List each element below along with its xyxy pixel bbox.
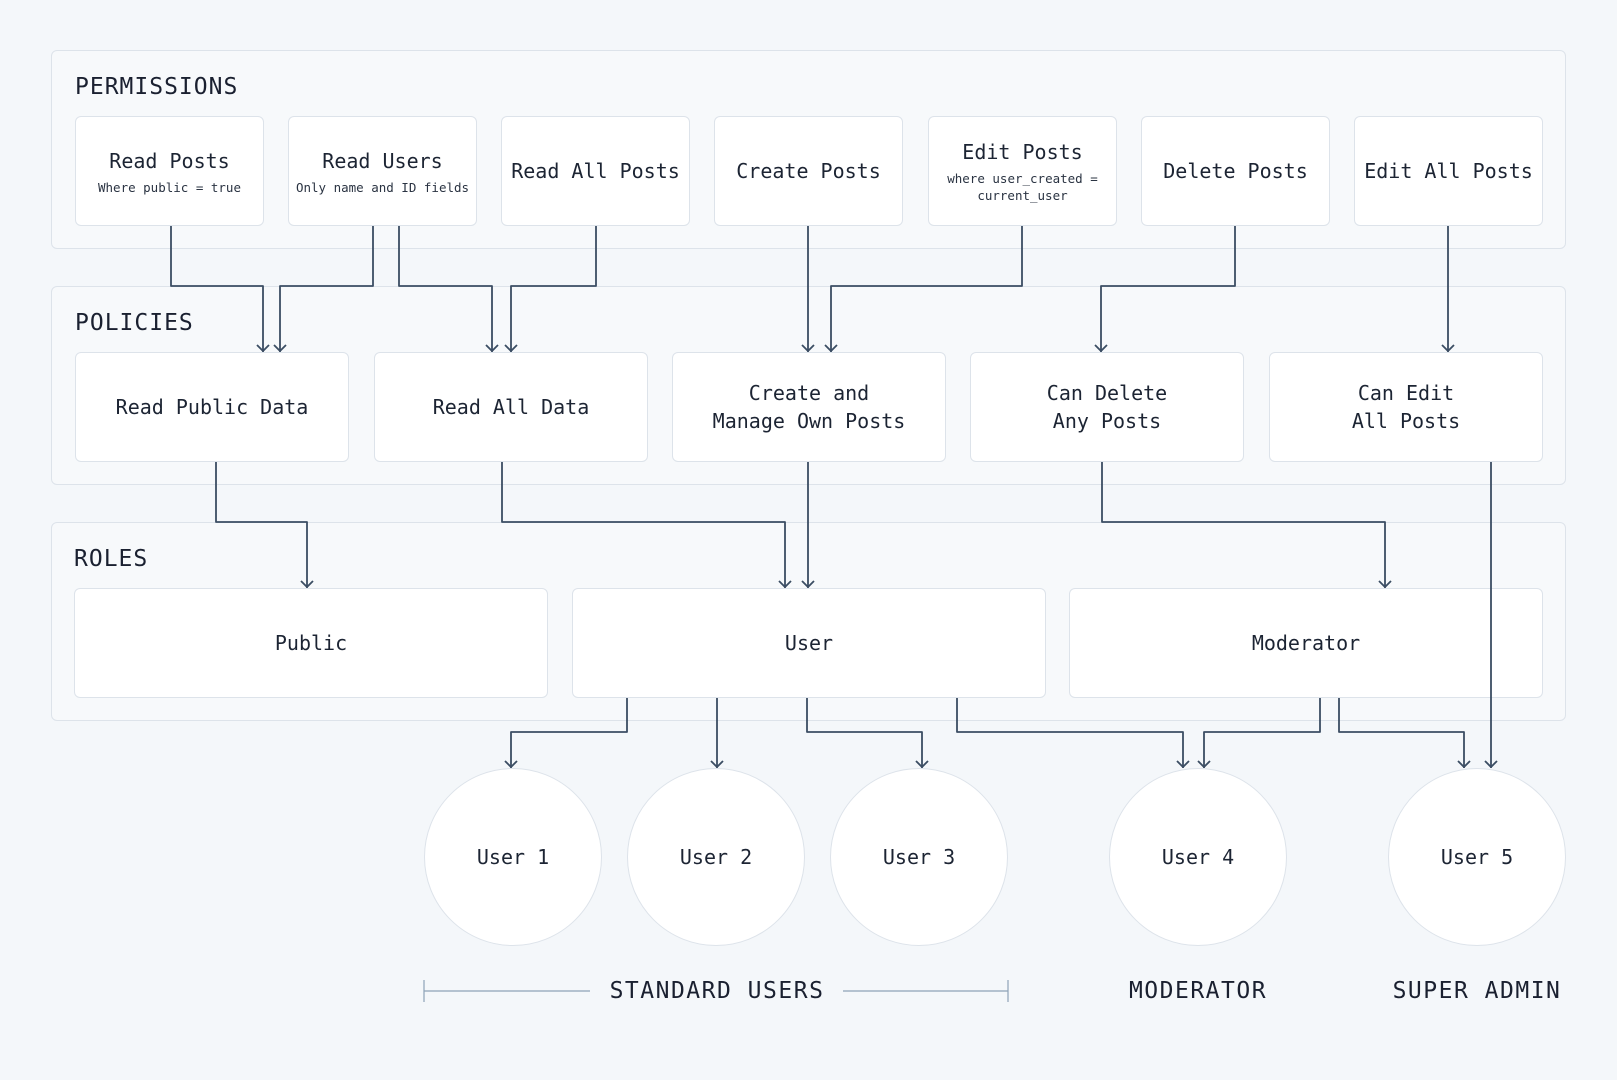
super-admin-group-label: SUPER ADMIN [1392,978,1562,1004]
policy-title: Can Delete Any Posts [1046,381,1168,433]
policy-title: Create and Manage Own Posts [712,381,906,433]
permission-title: Delete Posts [1163,159,1308,183]
permission-edit-all-posts[interactable]: Edit All Posts [1354,116,1543,226]
permission-condition: where user_created = current_user [947,171,1098,203]
permission-condition: Where public = true [98,179,241,195]
permission-title: Read Users [322,148,443,173]
permission-read-all-posts[interactable]: Read All Posts [501,116,690,226]
arrowhead [1457,760,1471,768]
arrowhead [710,760,724,768]
permission-read-posts[interactable]: Read Posts Where public = true [75,116,264,226]
policies-heading: POLICIES [75,310,194,336]
permissions-heading: PERMISSIONS [75,74,239,100]
permission-title: Read Posts [109,148,230,173]
role-title: Moderator [1251,631,1361,655]
permission-edit-posts[interactable]: Edit Posts where user_created = current_… [928,116,1117,226]
arrowhead [504,760,518,768]
policy-title: Read Public Data [115,395,309,419]
user-5-node[interactable]: User 5 [1388,768,1566,946]
roles-heading: ROLES [74,546,149,572]
user-1-node[interactable]: User 1 [424,768,602,946]
permission-title: Create Posts [736,159,881,183]
policy-read-all-data[interactable]: Read All Data [374,352,648,462]
permission-title: Edit All Posts [1364,159,1533,183]
role-title: Public [274,631,348,655]
permission-title: Edit Posts [962,140,1083,164]
moderator-group-label: MODERATOR [1128,978,1268,1004]
arrowhead [1197,760,1211,768]
permission-create-posts[interactable]: Create Posts [714,116,903,226]
user-2-node[interactable]: User 2 [627,768,805,946]
policy-title: Can Edit All Posts [1351,381,1461,433]
standard-users-label: STANDARD USERS [609,978,825,1004]
policy-can-delete-any-posts[interactable]: Can Delete Any Posts [970,352,1244,462]
policy-create-manage-own-posts[interactable]: Create and Manage Own Posts [672,352,946,462]
user-4-node[interactable]: User 4 [1109,768,1287,946]
user-3-node[interactable]: User 3 [830,768,1008,946]
permission-delete-posts[interactable]: Delete Posts [1141,116,1330,226]
policy-can-edit-all-posts[interactable]: Can Edit All Posts [1269,352,1543,462]
policy-title: Read All Data [432,395,590,419]
arrowhead [1484,760,1498,768]
role-user[interactable]: User [572,588,1046,698]
arrowhead [915,760,929,768]
permission-condition: Only name and ID fields [295,179,470,195]
policy-read-public-data[interactable]: Read Public Data [75,352,349,462]
role-moderator[interactable]: Moderator [1069,588,1543,698]
arrowhead [1176,760,1190,768]
role-public[interactable]: Public [74,588,548,698]
role-title: User [784,631,834,655]
permission-title: Read All Posts [511,159,680,183]
permission-read-users[interactable]: Read Users Only name and ID fields [288,116,477,226]
